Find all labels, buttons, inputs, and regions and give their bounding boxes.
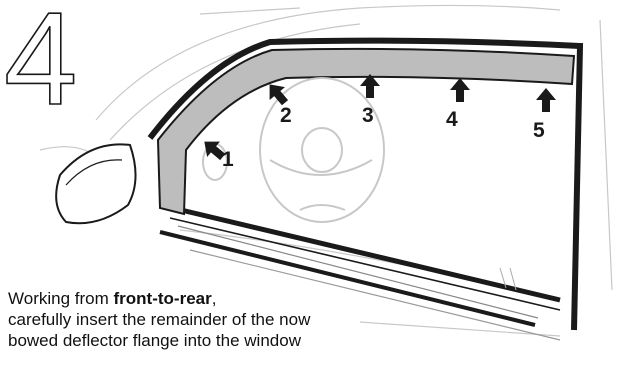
step-number: 4 <box>4 0 77 132</box>
label-5: 5 <box>533 119 545 142</box>
caption-line-1-prefix: Working from <box>8 289 114 308</box>
label-1: 1 <box>222 148 234 171</box>
caption-line-2: carefully insert the remainder of the no… <box>8 309 368 330</box>
arrow-4 <box>450 78 470 102</box>
side-mirror <box>56 144 135 223</box>
caption-line-3: bowed deflector flange into the window <box>8 330 368 351</box>
wind-deflector <box>158 49 574 214</box>
label-2: 2 <box>280 104 292 127</box>
arrow-5 <box>536 88 556 112</box>
caption-line-1-suffix: , <box>212 289 217 308</box>
label-4: 4 <box>446 108 458 131</box>
caption-emphasis: front-to-rear <box>114 289 212 308</box>
caption-line-1: Working from front-to-rear, <box>8 288 368 309</box>
label-3: 3 <box>362 104 374 127</box>
instruction-caption: Working from front-to-rear, carefully in… <box>8 288 368 351</box>
